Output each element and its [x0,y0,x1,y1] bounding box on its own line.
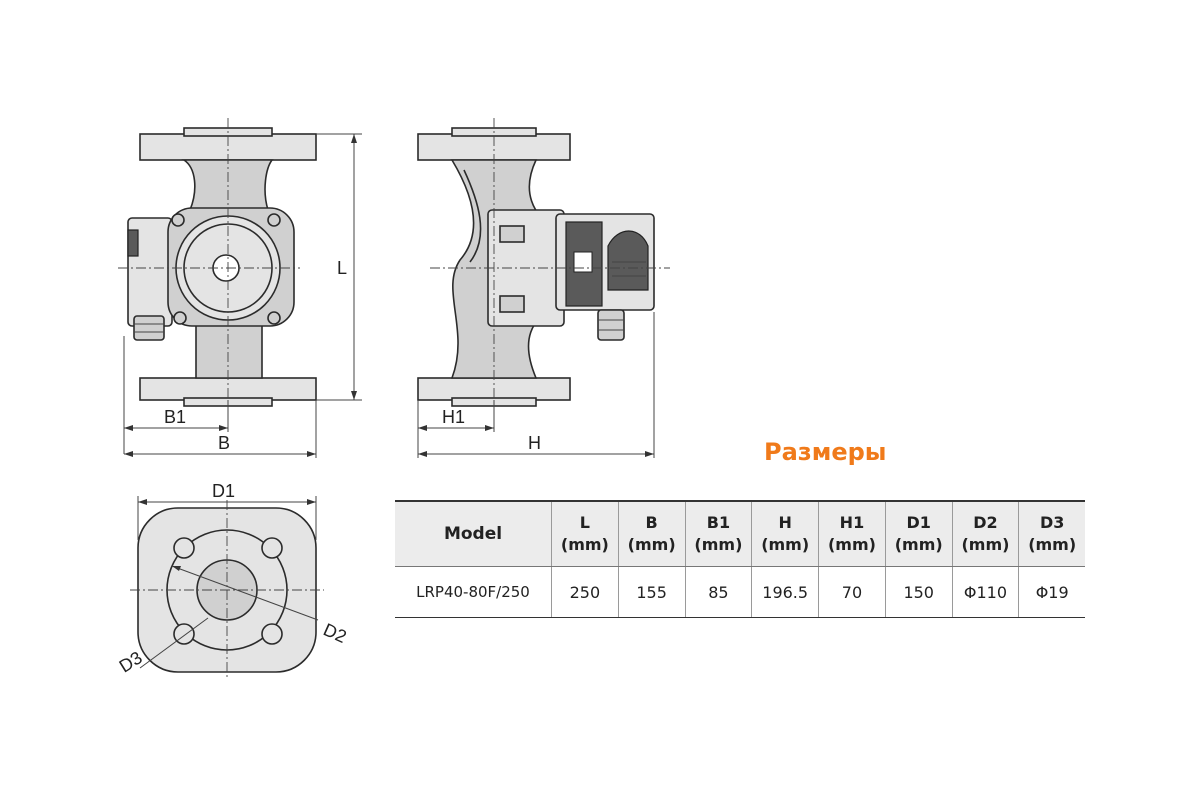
front-terminal-latch [127,229,139,257]
cell-D2: Φ110 [951,566,1019,618]
cell-H1: 70 [818,566,886,618]
header-H1: H1(mm) [818,500,886,567]
cell-D1: 150 [884,566,953,618]
cell-D3: Φ19 [1018,566,1085,618]
dim-label-L: L [337,258,347,278]
front-view [118,118,317,416]
cell-L: 250 [551,566,619,618]
header-model: Model [395,500,552,567]
header-B1: B1(mm) [684,500,752,567]
header-H: H(mm) [751,500,819,567]
table-header-row: Model L(mm) B(mm) B1(mm) H(mm) H1(mm) D1… [395,500,1085,567]
dim-label-H: H [528,433,541,453]
front-cable-gland [133,315,165,341]
flange-bolt-hole-tr [261,537,283,559]
flange-view [130,500,324,680]
header-D1: D1(mm) [884,500,953,567]
header-B: B(mm) [617,500,686,567]
dim-label-B: B [218,433,230,453]
dim-label-H1: H1 [442,407,465,427]
header-D2: D2(mm) [951,500,1019,567]
side-control-knob [607,230,649,291]
front-lower-neck [195,319,263,379]
dimensions-table: Model L(mm) B(mm) B1(mm) H(mm) H1(mm) D1… [395,500,1085,618]
cell-model: LRP40-80F/250 [395,566,552,618]
side-view [417,118,670,416]
front-dimensions: L B1 B [123,133,362,458]
header-L: L(mm) [551,500,619,567]
side-cable-gland [597,309,625,341]
cell-B1: 85 [684,566,752,618]
cell-B: 155 [617,566,686,618]
header-D3: D3(mm) [1018,500,1085,567]
dim-label-D1: D1 [212,481,235,501]
section-title: Размеры [764,438,887,466]
cell-H: 196.5 [751,566,819,618]
dim-label-D3: D3 [116,647,146,676]
dim-label-D2: D2 [320,619,349,647]
table-row: LRP40-80F/250 250 155 85 196.5 70 150 Φ1… [395,566,1085,618]
dim-label-B1: B1 [164,407,186,427]
side-dimensions: H1 H [417,312,655,458]
flange-bolt-hole-tl [173,537,195,559]
flange-bolt-hole-br [261,623,283,645]
